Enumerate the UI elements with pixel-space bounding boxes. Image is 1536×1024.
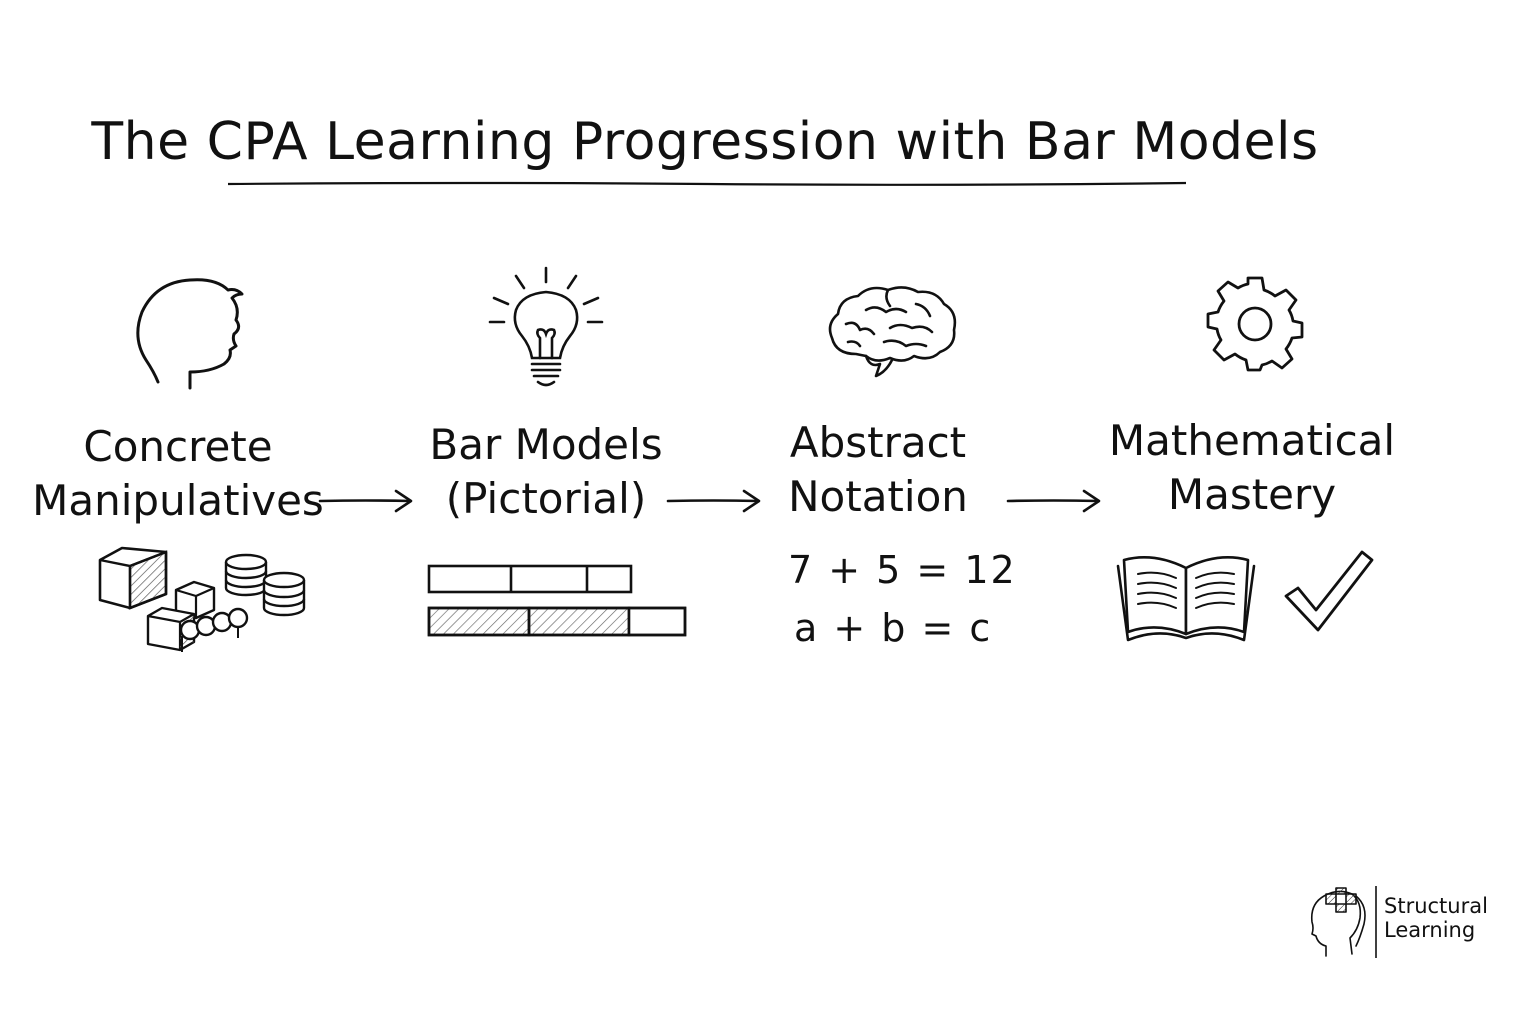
manipulatives-blocks-coins-icon bbox=[98, 546, 306, 652]
gear-icon bbox=[1206, 276, 1304, 372]
logo-wordmark: Structural Learning bbox=[1384, 894, 1488, 942]
logo-line1: Structural bbox=[1384, 894, 1488, 918]
bar-model-bottom-bar bbox=[427, 606, 687, 637]
bar-model-top-bar bbox=[427, 564, 633, 594]
stage-pictorial-line2: (Pictorial) bbox=[445, 474, 647, 523]
stage-concrete-line2: Manipulatives bbox=[32, 476, 324, 525]
structural-learning-logo-icon bbox=[1310, 886, 1377, 958]
stage-abstract-line1: Abstract bbox=[789, 418, 967, 467]
arrow-abstract-to-mastery bbox=[1006, 489, 1101, 513]
stage-abstract-line2: Notation bbox=[788, 472, 968, 521]
equation-algebraic: a + b = c bbox=[794, 606, 993, 650]
lightbulb-icon bbox=[488, 266, 604, 387]
stage-label-mastery: Mathematical Mastery bbox=[1072, 414, 1432, 522]
logo-line2: Learning bbox=[1384, 918, 1476, 942]
bar-model-diagram bbox=[427, 564, 687, 637]
equation-numeric: 7 + 5 = 12 bbox=[788, 548, 1017, 592]
arrow-concrete-to-pictorial bbox=[318, 489, 413, 513]
stage-label-concrete: Concrete Manipulatives bbox=[0, 420, 358, 528]
stage-mastery-line1: Mathematical bbox=[1108, 416, 1396, 465]
stage-mastery-line2: Mastery bbox=[1167, 470, 1337, 519]
stage-label-abstract: Abstract Notation bbox=[698, 416, 1058, 524]
arrow-pictorial-to-abstract bbox=[666, 489, 761, 513]
stage-pictorial-line1: Bar Models bbox=[429, 420, 663, 469]
open-book-icon bbox=[1116, 556, 1256, 642]
checkmark-icon bbox=[1284, 550, 1374, 632]
title-underline bbox=[227, 181, 1187, 186]
stage-label-pictorial: Bar Models (Pictorial) bbox=[366, 418, 726, 526]
brain-icon bbox=[828, 286, 957, 378]
child-head-icon bbox=[136, 278, 244, 390]
stage-concrete-line1: Concrete bbox=[83, 422, 273, 471]
page-title: The CPA Learning Progression with Bar Mo… bbox=[91, 112, 1319, 172]
